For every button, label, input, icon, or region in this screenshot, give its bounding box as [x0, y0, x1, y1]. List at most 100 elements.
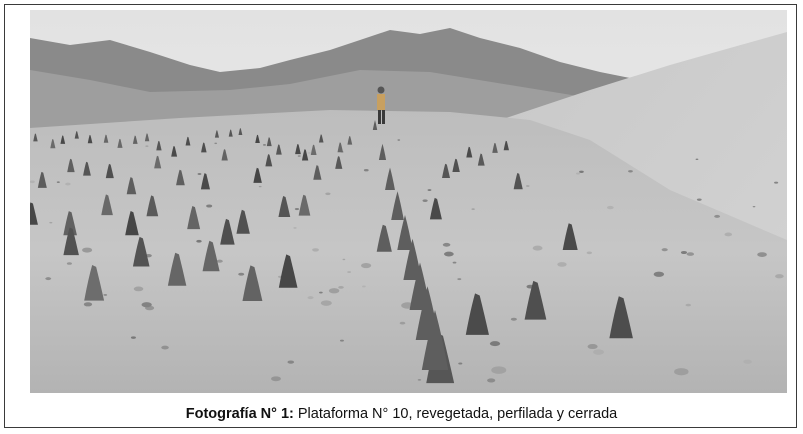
- rock: [347, 271, 352, 274]
- photo-caption: Fotografía N° 1: Plataforma N° 10, reveg…: [0, 406, 803, 422]
- shrub: [154, 155, 162, 169]
- rock: [724, 232, 733, 237]
- shrub: [105, 163, 114, 179]
- rock: [360, 262, 372, 269]
- shrub: [310, 144, 317, 155]
- rock: [325, 192, 331, 196]
- rock: [458, 362, 463, 365]
- rock: [161, 345, 169, 350]
- rock: [695, 158, 699, 161]
- shrub: [335, 156, 343, 169]
- rock: [557, 262, 567, 267]
- shrub: [74, 131, 79, 139]
- rock: [196, 239, 202, 243]
- shrub: [63, 211, 77, 236]
- rock: [103, 293, 108, 296]
- rock: [442, 242, 451, 247]
- rock: [362, 285, 366, 288]
- rock: [206, 204, 213, 208]
- rock: [575, 172, 581, 175]
- shrub: [125, 211, 139, 236]
- rock: [141, 302, 152, 308]
- shrub: [429, 197, 442, 220]
- shrub: [214, 130, 220, 138]
- shrub: [378, 143, 387, 160]
- rock: [45, 277, 52, 281]
- rock: [145, 145, 149, 147]
- person-figure: [377, 86, 385, 124]
- rock: [238, 272, 245, 276]
- shrub: [278, 254, 298, 288]
- shrub: [101, 194, 113, 216]
- shrub: [337, 142, 344, 153]
- rock: [661, 248, 668, 252]
- shrub: [376, 224, 392, 252]
- shrub: [126, 177, 137, 195]
- shrub: [265, 154, 273, 167]
- shrub: [295, 143, 301, 155]
- shrub: [372, 120, 378, 130]
- shrub: [562, 223, 578, 250]
- shrub: [278, 195, 291, 218]
- shrub: [171, 146, 178, 157]
- shrub: [318, 134, 324, 143]
- rock: [30, 180, 35, 184]
- rock: [422, 199, 428, 202]
- rock: [686, 252, 694, 256]
- rock: [214, 142, 218, 145]
- rock: [197, 173, 202, 175]
- rock: [526, 185, 530, 187]
- rock: [757, 252, 767, 258]
- rock: [607, 205, 614, 210]
- shrub: [176, 169, 185, 186]
- shrub: [298, 194, 311, 216]
- shrub: [185, 136, 191, 146]
- rock: [307, 296, 314, 300]
- rock: [587, 343, 598, 350]
- rock: [743, 359, 752, 364]
- shrub: [146, 195, 159, 217]
- rock: [56, 181, 60, 183]
- rock: [674, 368, 689, 376]
- shrub: [60, 135, 66, 144]
- shrub: [253, 167, 262, 183]
- shrub: [313, 165, 322, 180]
- rock: [775, 274, 784, 279]
- shrub: [103, 134, 109, 143]
- shrub: [200, 173, 210, 190]
- rock: [579, 170, 584, 173]
- rock: [714, 214, 721, 218]
- rock: [586, 251, 592, 255]
- shrub: [466, 146, 473, 158]
- shrub: [452, 158, 460, 173]
- shrub: [255, 134, 260, 143]
- rock: [752, 205, 756, 208]
- rock: [339, 339, 344, 342]
- rock: [774, 181, 779, 184]
- shrub: [513, 172, 523, 190]
- shrub: [266, 137, 272, 147]
- shrub: [524, 280, 547, 320]
- rock: [685, 303, 691, 307]
- rock: [297, 155, 301, 157]
- rock: [130, 336, 136, 339]
- rock: [444, 251, 454, 257]
- rock: [320, 300, 332, 306]
- rock: [307, 152, 311, 154]
- rock: [338, 285, 344, 289]
- shrub: [442, 163, 451, 179]
- rock: [271, 376, 281, 382]
- rock: [680, 250, 688, 255]
- rock: [258, 185, 262, 188]
- shrub: [465, 293, 489, 335]
- planted-shrubs: [30, 120, 633, 384]
- rock: [510, 317, 517, 321]
- shrub: [503, 140, 509, 151]
- rock: [489, 341, 501, 347]
- caption-label: Fotografía N° 1:: [185, 406, 294, 422]
- shrub: [403, 238, 422, 280]
- rock: [294, 207, 300, 211]
- shrub: [30, 202, 38, 225]
- rock: [532, 245, 543, 251]
- shrub: [238, 128, 243, 136]
